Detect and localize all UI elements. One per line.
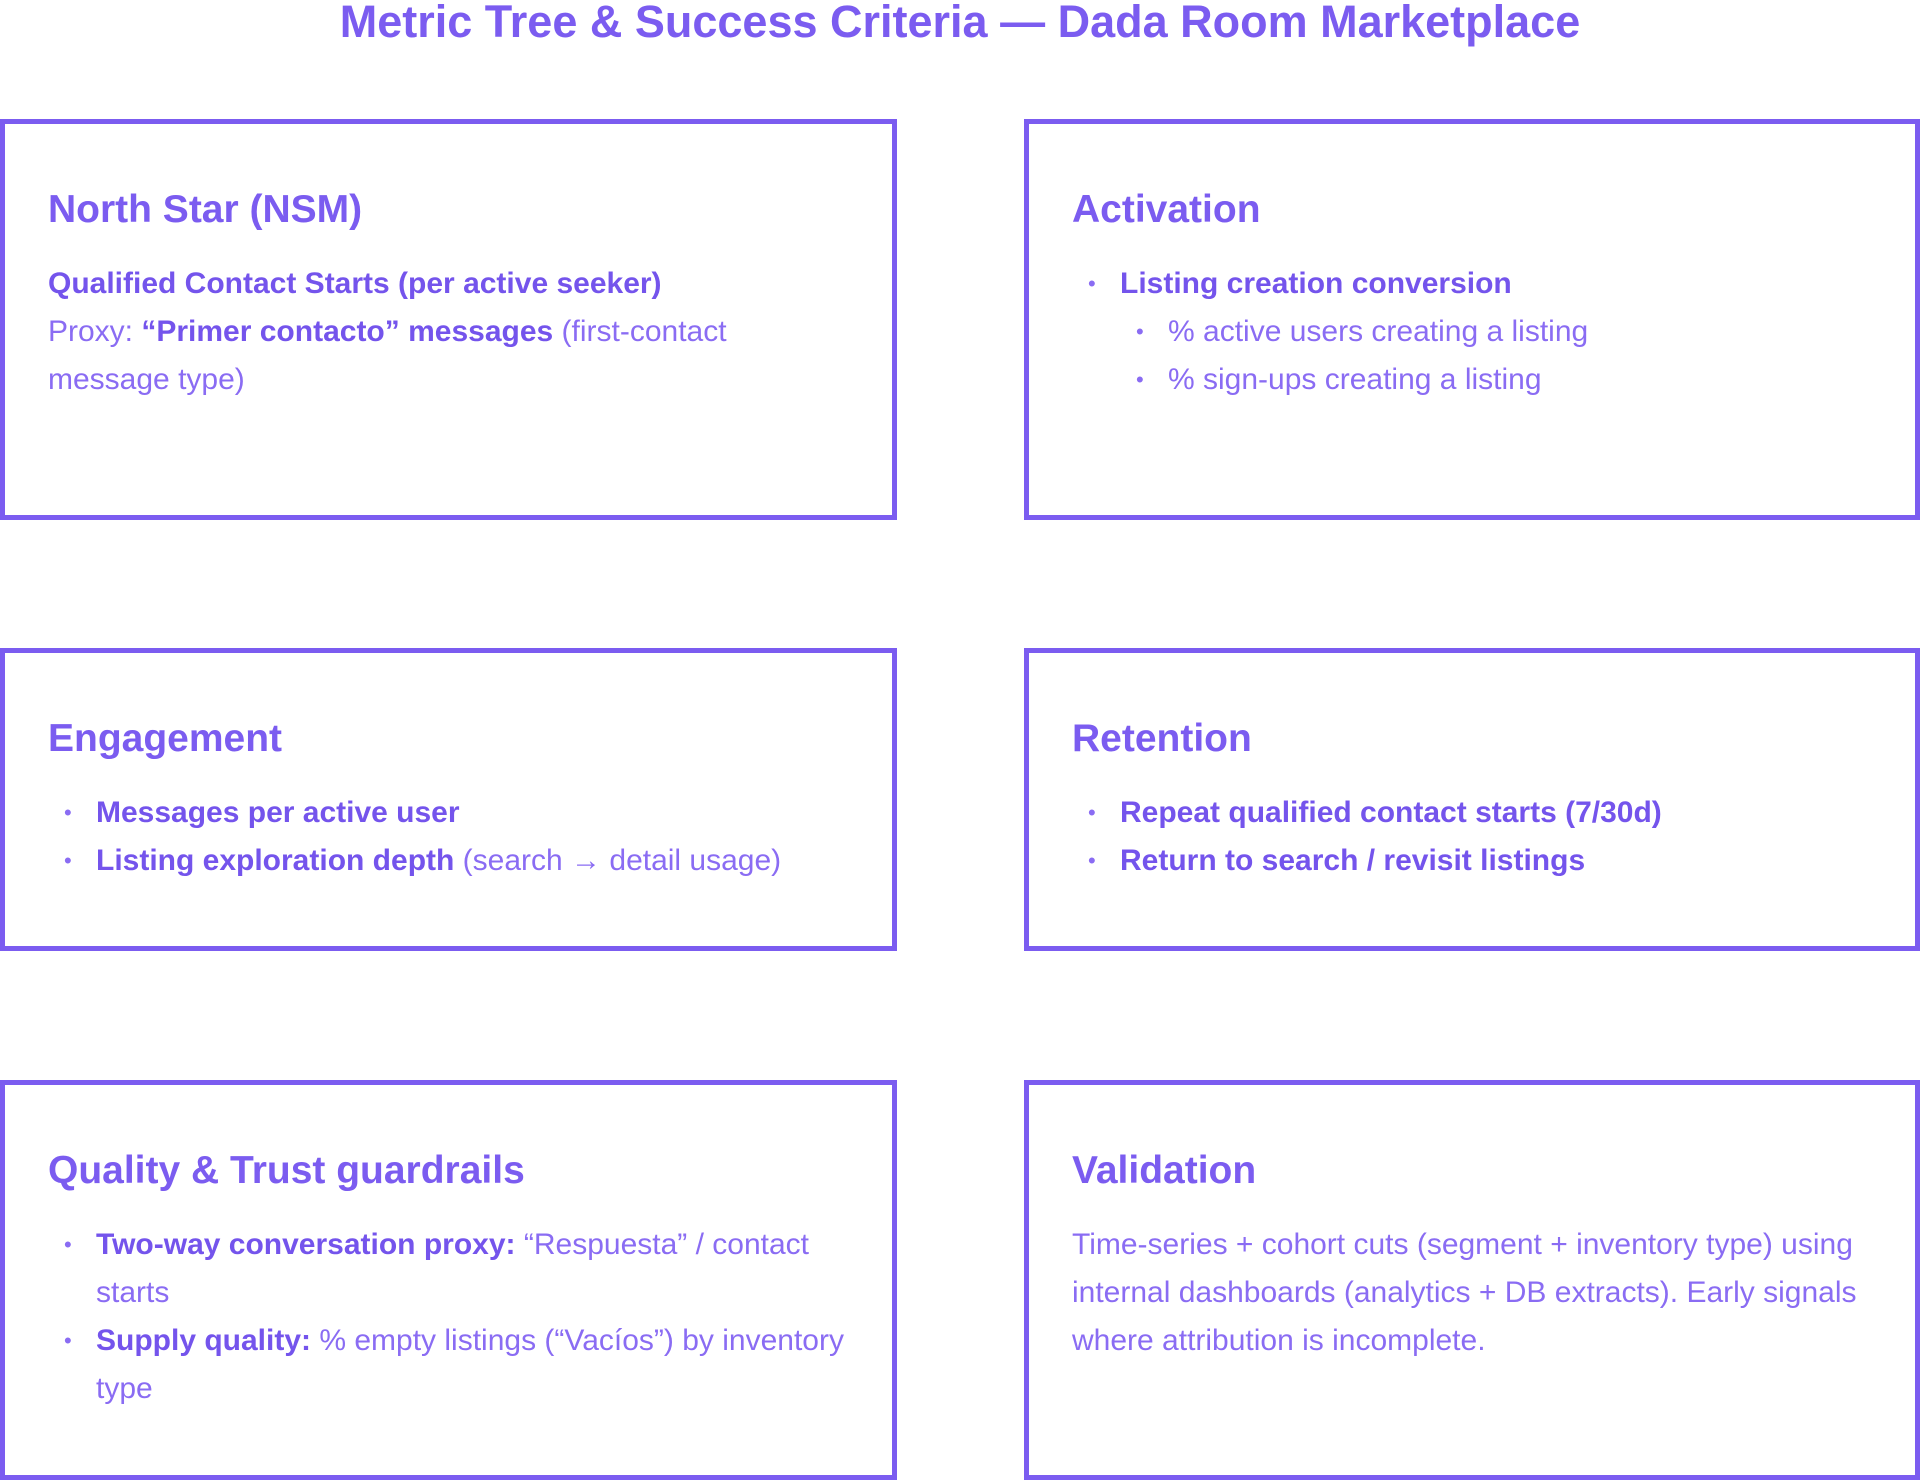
quality-body: Two-way conversation proxy: “Respuesta” …: [48, 1221, 852, 1413]
north-star-proxy: Proxy: “Primer contacto” messages (first…: [48, 308, 852, 404]
engagement-item-strong: Listing exploration depth: [96, 844, 455, 877]
proxy-strong: “Primer contacto” messages: [141, 315, 554, 348]
retention-card: Retention Repeat qualified contact start…: [1024, 648, 1920, 951]
list-item: Supply quality: % empty listings (“Vacío…: [48, 1317, 852, 1413]
quality-item-strong: Two-way conversation proxy:: [96, 1228, 516, 1261]
list-item: Listing creation conversion: [1072, 260, 1875, 308]
quality-item-strong: Supply quality:: [96, 1324, 312, 1357]
quality-item-rest: “Respuesta” / contact starts: [96, 1228, 809, 1309]
engagement-item-rest: (search → detail usage): [454, 844, 782, 877]
validation-title: Validation: [1072, 1149, 1257, 1192]
activation-card: Activation Listing creation conversion %…: [1024, 119, 1920, 520]
list-item: % sign-ups creating a listing: [1072, 356, 1875, 404]
activation-item: Listing creation conversion: [1120, 267, 1512, 300]
list-item: Two-way conversation proxy: “Respuesta” …: [48, 1221, 852, 1317]
validation-body: Time-series + cohort cuts (segment + inv…: [1072, 1221, 1875, 1365]
quality-card: Quality & Trust guardrails Two-way conve…: [0, 1080, 897, 1480]
list-item: Repeat qualified contact starts (7/30d): [1072, 789, 1875, 837]
engagement-card: Engagement Messages per active user List…: [0, 648, 897, 951]
list-item: % active users creating a listing: [1072, 308, 1875, 356]
engagement-body: Messages per active user Listing explora…: [48, 789, 852, 885]
proxy-prefix: Proxy:: [48, 315, 142, 348]
retention-item: Return to search / revisit listings: [1120, 844, 1586, 877]
quality-item-rest: % empty listings (“Vacíos”) by inventory…: [96, 1324, 844, 1405]
engagement-item-strong: Messages per active user: [96, 796, 460, 829]
north-star-body: Qualified Contact Starts (per active see…: [48, 260, 852, 404]
page-title: Metric Tree & Success Criteria — Dada Ro…: [339, 0, 1581, 47]
list-item: Listing exploration depth (search → deta…: [48, 837, 852, 885]
north-star-metric: Qualified Contact Starts (per active see…: [48, 267, 662, 300]
retention-item: Repeat qualified contact starts (7/30d): [1120, 796, 1662, 829]
retention-body: Repeat qualified contact starts (7/30d) …: [1072, 789, 1875, 885]
activation-body: Listing creation conversion % active use…: [1072, 260, 1875, 404]
activation-title: Activation: [1072, 188, 1261, 231]
validation-card: Validation Time-series + cohort cuts (se…: [1024, 1080, 1920, 1480]
north-star-card: North Star (NSM) Qualified Contact Start…: [0, 119, 897, 520]
north-star-title: North Star (NSM): [48, 188, 363, 231]
validation-text: Time-series + cohort cuts (segment + inv…: [1072, 1228, 1857, 1357]
retention-title: Retention: [1072, 717, 1252, 760]
list-item: Return to search / revisit listings: [1072, 837, 1875, 885]
list-item: Messages per active user: [48, 789, 852, 837]
proxy-rest: (first-contact message type): [48, 315, 727, 396]
quality-title: Quality & Trust guardrails: [48, 1149, 525, 1192]
engagement-title: Engagement: [48, 717, 283, 760]
